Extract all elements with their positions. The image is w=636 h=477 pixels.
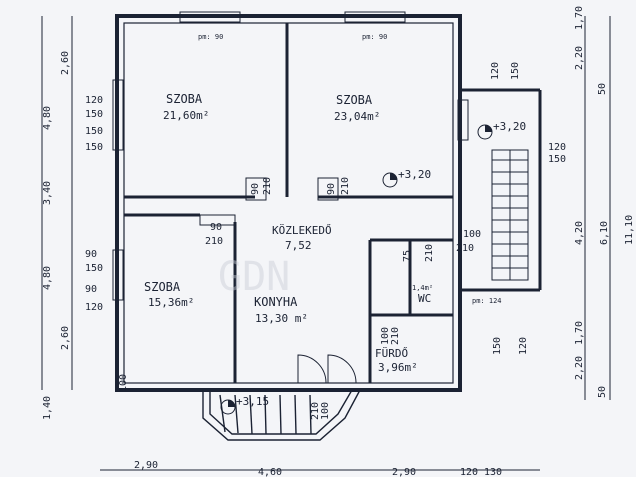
doors	[199, 177, 357, 384]
hall-area: 7,52	[285, 239, 312, 252]
dim-ri-3: 120	[548, 142, 566, 153]
hall-label: KÖZLEKEDŐ	[272, 223, 332, 237]
dim-ri-5: 100	[463, 229, 481, 240]
wc-area: 1,4m²	[412, 284, 433, 292]
dim-right-5: 4,20	[574, 221, 585, 245]
dim-right-3: 50	[597, 83, 608, 95]
kitchen-label: KONYHA	[254, 295, 298, 309]
open-10: 210	[424, 244, 435, 262]
open-1: 90	[250, 183, 261, 195]
open-13: 100	[118, 374, 129, 392]
dim-right-7: 2,20	[574, 356, 585, 380]
room-area-sw: 15,36m²	[148, 296, 194, 309]
open-7: 100	[380, 327, 391, 345]
open-2: 210	[262, 177, 273, 195]
dimension-bottom: 2,90 4,60 2,90 120 130	[100, 460, 540, 477]
dimension-left: 2,60 4,80 3,40 4,80 2,60 1,40 120 150 15…	[41, 16, 103, 420]
dim-ri-4: 150	[548, 154, 566, 165]
dim-right-1: 2,20	[574, 46, 585, 70]
dim-win-4: 90	[85, 249, 97, 260]
open-12: 210	[310, 402, 321, 420]
open-5: 90	[210, 222, 222, 233]
open-8: 210	[390, 327, 401, 345]
wc-label: WC	[418, 292, 431, 305]
dim-ri-7: 150	[492, 337, 503, 355]
open-6: 210	[205, 236, 223, 247]
dim-win-5: 150	[85, 263, 103, 274]
staircase	[491, 149, 529, 281]
open-11: 100	[320, 402, 331, 420]
room-labels: SZOBA 21,60m² SZOBA 23,04m² KÖZLEKEDŐ 7,…	[144, 92, 433, 374]
pm-note-top-left: pm: 90	[198, 33, 223, 41]
bath-label: FÜRDŐ	[375, 346, 408, 360]
windows	[112, 11, 469, 301]
dim-ri-1: 120	[490, 62, 501, 80]
open-9: 75	[402, 250, 413, 262]
level-markers: +3,20 +3,20 +3,15	[220, 120, 526, 415]
dim-ri-8: 120	[518, 337, 529, 355]
dim-right-9: 50	[597, 386, 608, 398]
watermark: GDN	[218, 254, 290, 300]
level-upper: +3,20	[398, 168, 431, 181]
dim-win-3: 150	[85, 126, 103, 137]
dim-ri-6: 210	[456, 243, 474, 254]
dim-win-7: 120	[85, 302, 103, 313]
pm-note-top-right: pm: 90	[362, 33, 387, 41]
room-label-sw: SZOBA	[144, 280, 181, 294]
dim-right-6: 6,10	[599, 221, 610, 245]
kitchen-area: 13,30 m²	[255, 312, 308, 325]
room-label-nw: SZOBA	[166, 92, 203, 106]
dim-win-2: 150	[85, 109, 103, 120]
inner-walls	[124, 23, 542, 383]
dim-left-2: 4,80	[42, 106, 53, 130]
opening-dims: 90 210 90 210 90 210 100 210 75 210 100 …	[118, 177, 435, 420]
dim-left-4: 4,80	[42, 266, 53, 290]
dim-left-3: 3,40	[42, 181, 53, 205]
parapet-notes: pm: 90 pm: 90 pm: 124	[198, 33, 502, 305]
dim-win-8: 150	[85, 142, 103, 153]
room-area-ne: 23,04m²	[334, 110, 380, 123]
dimension-right: 2,20 1,70 50 11,10 4,20 6,10 2,20 1,70 5…	[456, 6, 635, 400]
dim-left-5: 2,60	[60, 326, 71, 350]
dim-left-1: 2,60	[60, 51, 71, 75]
dim-right-8: 1,70	[574, 321, 585, 345]
level-balcony: +3,15	[236, 395, 269, 408]
open-4: 210	[340, 177, 351, 195]
dim-win-1: 120	[85, 95, 103, 106]
dim-bottom-1: 2,90	[134, 460, 158, 471]
pm-note-stair: pm: 124	[472, 297, 502, 305]
level-stair: +3,20	[493, 120, 526, 133]
room-area-nw: 21,60m²	[163, 109, 209, 122]
open-3: 90	[326, 183, 337, 195]
dim-right-4: 11,10	[624, 215, 635, 245]
dim-bottom-3: 2,90	[392, 467, 416, 477]
balcony	[202, 389, 361, 441]
dim-left-6: 1,40	[42, 396, 53, 420]
room-label-ne: SZOBA	[336, 93, 373, 107]
dim-win-6: 90	[85, 284, 97, 295]
dim-ri-2: 150	[510, 62, 521, 80]
dim-bottom-5: 130	[484, 467, 502, 477]
dim-bottom-4: 120	[460, 467, 478, 477]
bath-area: 3,96m²	[378, 361, 418, 374]
dim-bottom-2: 4,60	[258, 467, 282, 477]
dim-right-2: 1,70	[574, 6, 585, 30]
